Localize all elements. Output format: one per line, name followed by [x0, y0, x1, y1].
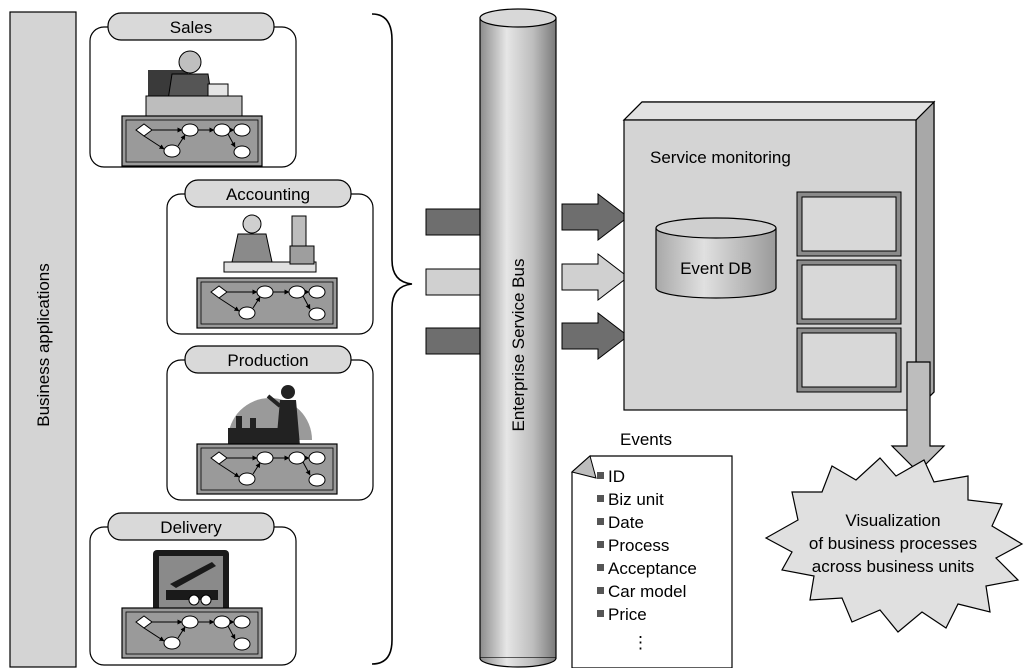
- sidebar-label: Business applications: [34, 263, 53, 426]
- monitor-title: Service monitoring: [650, 148, 791, 167]
- process-flow-panel: [122, 608, 262, 658]
- event-field: Acceptance: [608, 559, 697, 578]
- input-arrows: [425, 208, 483, 355]
- sidebar-business-applications: Business applications: [9, 11, 77, 668]
- events-list: ID Biz unit Date Process Acceptance Car …: [597, 467, 697, 652]
- dashboard-panels: [796, 191, 902, 393]
- enterprise-service-bus: Enterprise Service Bus: [479, 8, 557, 668]
- event-db-cylinder: Event DB: [655, 217, 777, 299]
- process-flow-panel: [197, 444, 337, 494]
- accountant-at-computer-icon: [223, 214, 317, 273]
- bus-label: Enterprise Service Bus: [509, 259, 528, 432]
- events-ellipsis: ⋮: [632, 633, 649, 652]
- event-field: Process: [608, 536, 669, 555]
- app-label-sales: Sales: [170, 18, 213, 37]
- visualization-line-2: of business processes: [809, 534, 977, 553]
- app-card-accounting: Accounting: [166, 179, 374, 335]
- salesperson-at-desk-icon: [145, 50, 243, 119]
- grouping-brace: [371, 13, 413, 665]
- visualization-line-1: Visualization: [845, 511, 940, 530]
- event-field: Car model: [608, 582, 686, 601]
- down-arrow: [890, 361, 946, 473]
- process-flow-panel: [122, 116, 262, 166]
- event-field: Date: [608, 513, 644, 532]
- process-flow-panel: [197, 278, 337, 328]
- db-label: Event DB: [680, 259, 752, 278]
- event-field: ID: [608, 467, 625, 486]
- event-field: Price: [608, 605, 647, 624]
- events-document: Events ID Biz unit Date Process Acceptan…: [570, 430, 733, 668]
- app-card-production: Production: [166, 345, 374, 501]
- events-title: Events: [620, 430, 672, 449]
- output-arrows: [561, 192, 629, 361]
- app-card-delivery: Delivery: [89, 512, 297, 666]
- visualization-starburst: Visualization of business processes acro…: [764, 457, 1024, 633]
- visualization-line-3: across business units: [812, 557, 975, 576]
- app-label-production: Production: [227, 351, 308, 370]
- crane-loading-icon: [153, 550, 229, 614]
- factory-worker-icon: [228, 385, 312, 446]
- app-label-delivery: Delivery: [160, 518, 222, 537]
- event-field: Biz unit: [608, 490, 664, 509]
- app-label-accounting: Accounting: [226, 185, 310, 204]
- app-card-sales: Sales: [89, 12, 297, 168]
